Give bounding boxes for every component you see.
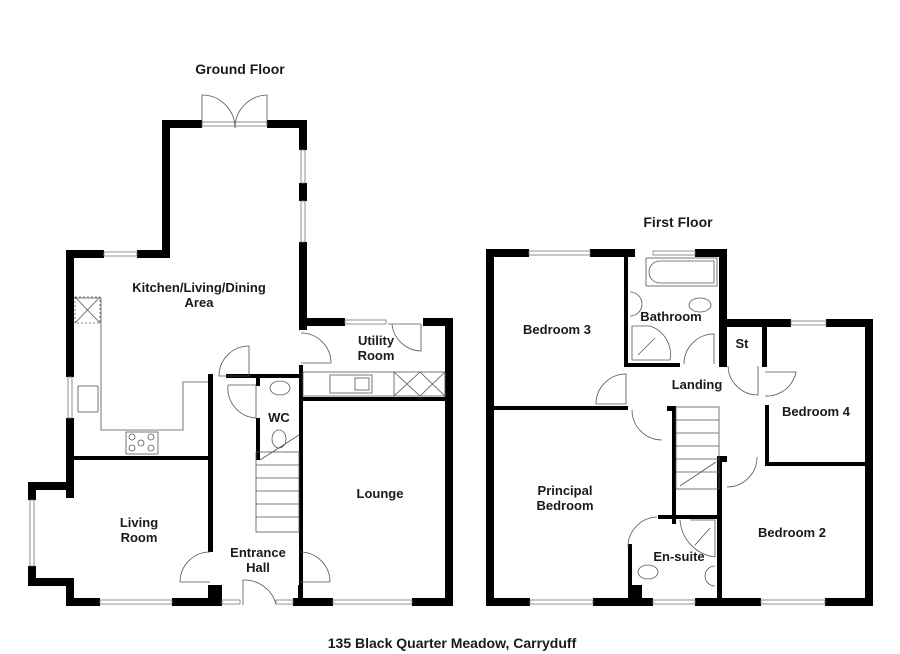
first-floor-walls (486, 249, 873, 606)
first-floor-windows (528, 250, 827, 605)
room-label-store: St (735, 336, 749, 351)
room-label-en-suite: En-suite (653, 549, 705, 564)
property-address: 135 Black Quarter Meadow, Carryduff (327, 635, 577, 651)
room-label-wc: WC (268, 410, 290, 425)
room-label-bathroom: Bathroom (640, 309, 702, 324)
room-label-lounge: Lounge (356, 486, 404, 501)
ground-floor-fixtures (74, 296, 446, 533)
first-floor-title: First Floor (643, 214, 713, 230)
ground-floor-windows (29, 121, 413, 605)
ground-floor-doors (179, 94, 422, 605)
room-label-landing: Landing (671, 377, 723, 392)
room-label-entrance-hall: Entrance Hall (230, 545, 286, 575)
room-label-kitchen: Kitchen/Living/Dining Area (132, 280, 266, 310)
room-label-principal-bedroom: Principal Bedroom (536, 483, 594, 513)
room-label-bedroom-2: Bedroom 2 (758, 525, 826, 540)
room-label-bedroom-4: Bedroom 4 (782, 404, 850, 419)
room-label-living-room: Living Room (119, 515, 159, 545)
ground-floor-title: Ground Floor (195, 61, 285, 77)
first-floor-doors (595, 333, 797, 548)
room-label-bedroom-3: Bedroom 3 (523, 322, 591, 337)
first-floor-fixtures (629, 257, 720, 587)
ground-floor-walls (28, 120, 453, 606)
room-label-utility: Utility Room (357, 333, 395, 363)
